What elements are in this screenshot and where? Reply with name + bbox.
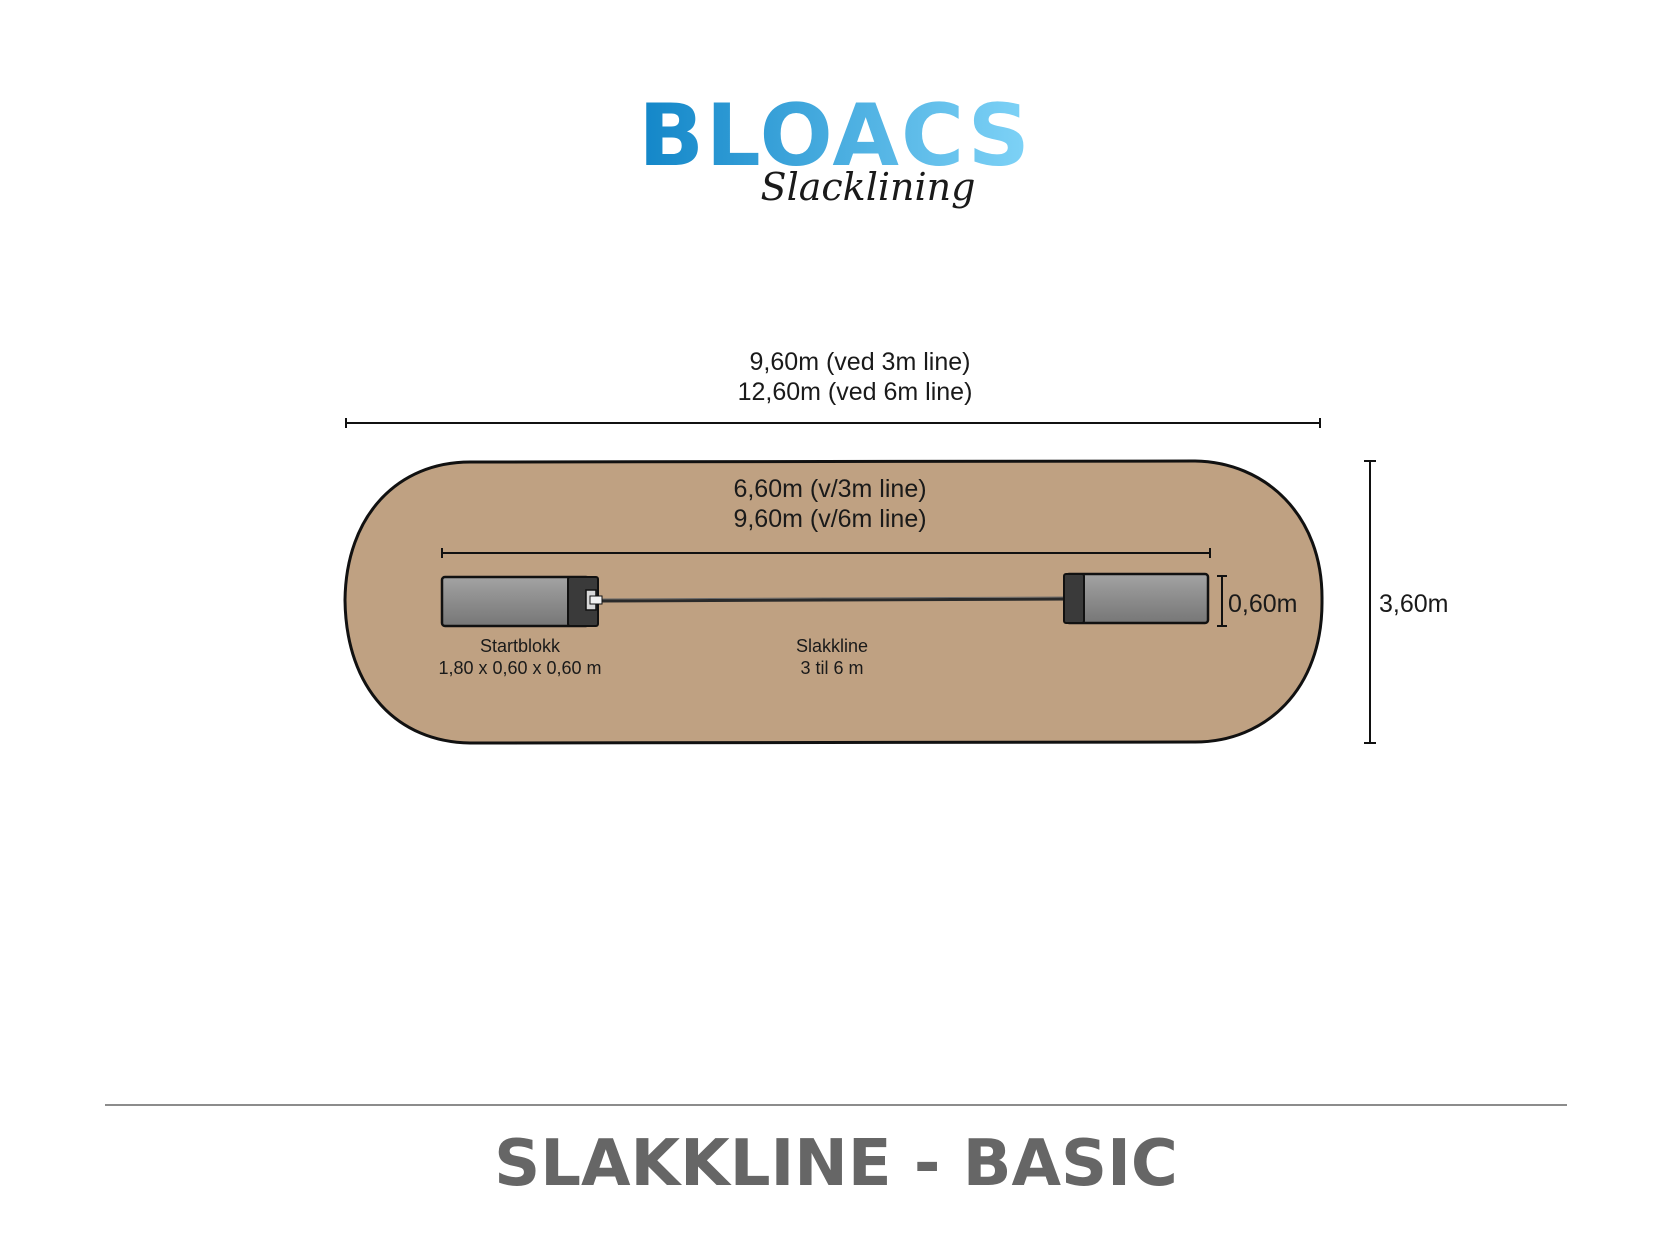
inner-length-dimension: 6,60m (v/3m line) 9,60m (v/6m line)	[441, 475, 1211, 558]
start-block-size: 1,80 x 0,60 x 0,60 m	[438, 658, 601, 678]
slackline-caption: Slakkline 3 til 6 m	[796, 636, 868, 678]
inner-length-label-2: 9,60m (v/6m line)	[733, 505, 926, 533]
start-block	[440, 575, 603, 628]
slackline-length: 3 til 6 m	[800, 658, 863, 678]
start-block-caption: Startblokk 1,80 x 0,60 x 0,60 m	[438, 636, 601, 678]
brand-logo: BLOACS Slacklining	[638, 86, 1031, 209]
logo-brand-text: BLOACS	[638, 86, 1031, 186]
end-block	[1063, 572, 1210, 625]
overall-width-label: 3,60m	[1379, 590, 1448, 618]
slackline-rope-highlight	[599, 596, 1071, 600]
inner-length-label-1: 6,60m (v/3m line)	[733, 475, 926, 503]
overall-length-label-2: 12,60m (ved 6m line)	[738, 378, 973, 406]
ground-area	[343, 459, 1324, 745]
overall-width-dimension: 3,60m	[1364, 460, 1448, 744]
page-title: SLAKKLINE - BASIC	[494, 1127, 1178, 1201]
start-block-name: Startblokk	[480, 636, 561, 656]
overall-length-dimension: 9,60m (ved 3m line) 12,60m (ved 6m line)	[345, 348, 1321, 428]
block-height-label: 0,60m	[1228, 590, 1297, 618]
slackline-rope	[599, 597, 1071, 603]
slackline-name: Slakkline	[796, 636, 868, 656]
overall-length-label-1: 9,60m (ved 3m line)	[750, 348, 971, 376]
block-height-dimension: 0,60m	[1217, 575, 1297, 627]
logo-tagline-text: Slacklining	[761, 165, 976, 209]
